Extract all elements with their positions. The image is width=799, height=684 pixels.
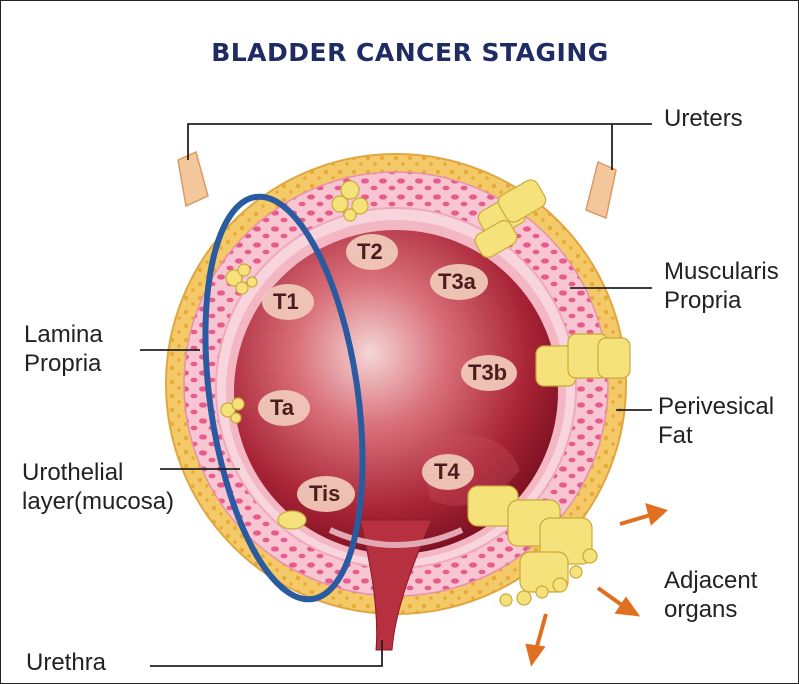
label-adjacent-organs: Adjacent organs (664, 566, 757, 624)
stage-t3a: T3a (438, 269, 476, 295)
label-lamina-propria: Lamina Propria (24, 320, 103, 378)
right-ureter (586, 162, 616, 218)
label-muscularis-line1: Muscularis (664, 257, 779, 286)
stage-t2: T2 (357, 239, 383, 265)
stage-ta: Ta (270, 395, 294, 421)
urethra-leader (150, 640, 382, 666)
label-adjacent-line2: organs (664, 595, 757, 624)
label-urothelial-line1: Urothelial (22, 458, 174, 487)
label-muscularis: Muscularis Propria (664, 257, 779, 315)
label-perivesical-fat: Perivesical Fat (658, 392, 774, 450)
label-perivesical-line1: Perivesical (658, 392, 774, 421)
stage-t1: T1 (273, 289, 299, 315)
label-urothelial-layer: Urothelial layer(mucosa) (22, 458, 174, 516)
diagram-title: BLADDER CANCER STAGING (150, 38, 670, 67)
left-ureter (178, 152, 208, 206)
label-ureters: Ureters (664, 104, 743, 133)
label-muscularis-line2: Propria (664, 286, 779, 315)
stage-t4: T4 (434, 459, 460, 485)
stage-tis: Tis (309, 481, 340, 507)
label-lamina-line2: Propria (24, 349, 103, 378)
label-adjacent-line1: Adjacent (664, 566, 757, 595)
stage-t3b: T3b (468, 360, 507, 386)
tumor-tis (278, 511, 306, 529)
label-urethra: Urethra (26, 648, 106, 677)
label-lamina-line1: Lamina (24, 320, 103, 349)
label-urothelial-line2: layer(mucosa) (22, 487, 174, 516)
label-perivesical-line2: Fat (658, 421, 774, 450)
